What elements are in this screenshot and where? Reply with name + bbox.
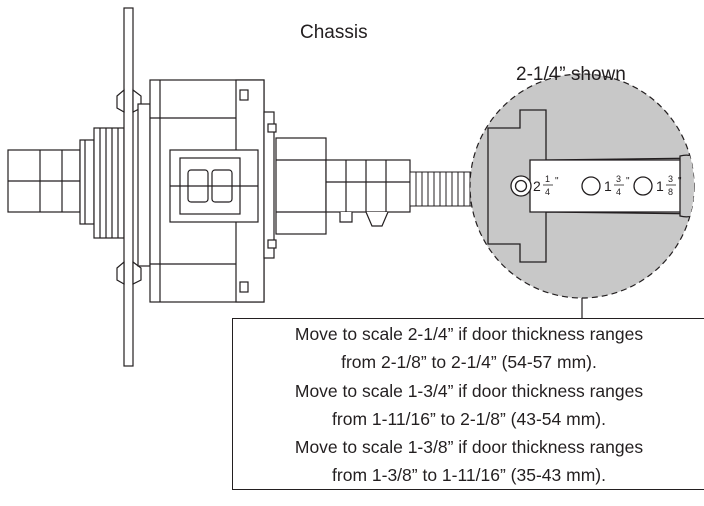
left-spindle [7, 139, 95, 225]
scale-hole-2 [581, 176, 601, 196]
svg-text:2: 2 [533, 178, 541, 194]
svg-text:3: 3 [668, 174, 673, 184]
svg-text:": " [555, 176, 559, 187]
scale-mark-2-1-4: 2 1 4 " [533, 174, 559, 197]
scale-hole-3 [633, 176, 653, 196]
scale-mark-1-3-4: 1 3 4 " [604, 174, 630, 197]
note-line: Move to scale 1-3/4” if door thickness r… [294, 380, 644, 401]
note-line: from 1-11/16” to 2-1/8” (43-54 mm). [332, 408, 606, 429]
note-line: from 2-1/8” to 2-1/4” (54-57 mm). [341, 352, 597, 373]
svg-text:3: 3 [616, 174, 621, 184]
threaded-ring [93, 127, 129, 239]
chassis-label: Chassis [300, 22, 368, 43]
svg-text:": " [626, 176, 630, 187]
svg-text:": " [678, 176, 682, 187]
scale-mark-1-3-8: 1 3 8 " [656, 174, 682, 197]
latch-body [275, 137, 411, 235]
svg-text:8: 8 [668, 187, 673, 197]
note-line: Move to scale 2-1/4” if door thickness r… [294, 324, 644, 344]
scale-shown-label: 2-1/4” shown [516, 64, 626, 85]
note-line: from 1-3/8” to 1-11/16” (35-43 mm). [332, 465, 606, 486]
svg-text:4: 4 [545, 187, 550, 197]
svg-text:4: 4 [616, 187, 621, 197]
note-line: Move to scale 1-3/8” if door thickness r… [294, 437, 644, 458]
svg-text:1: 1 [656, 178, 664, 194]
chassis-housing [137, 79, 277, 303]
door-thickness-note: Move to scale 2-1/4” if door thickness r… [232, 318, 704, 490]
svg-text:1: 1 [545, 174, 550, 184]
svg-text:1: 1 [604, 178, 612, 194]
detail-circle: 2 1 4 " 1 3 4 " 1 3 8 " [469, 73, 695, 299]
mounting-plate [116, 7, 142, 367]
